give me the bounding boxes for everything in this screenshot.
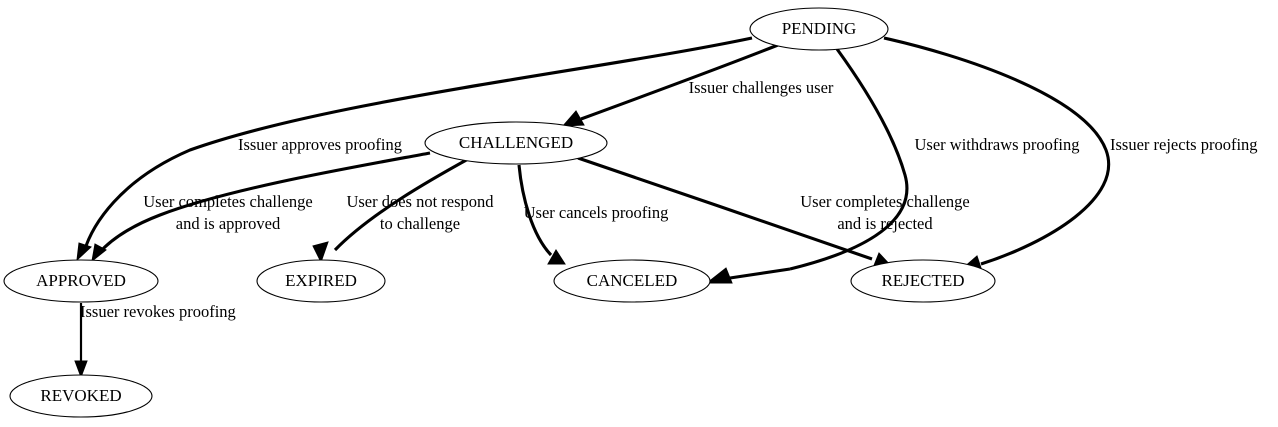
edge-pending-challenged <box>561 43 779 127</box>
node-expired[interactable]: EXPIRED <box>256 259 386 303</box>
edge-label-pending-rejected: Issuer rejects proofing <box>1110 135 1258 154</box>
node-rejected[interactable]: REJECTED <box>850 259 996 303</box>
edge-label-challenged-rejected-line1: User completes challenge <box>800 192 970 211</box>
edge-label-challenged-approved: User completes challenge and is approved <box>143 192 313 233</box>
edge-challenged-approved-arrowhead <box>91 243 107 263</box>
node-approved-label: APPROVED <box>36 271 126 290</box>
edge-challenged-canceled-arrowhead <box>547 249 566 265</box>
edge-pending-rejected-path <box>883 36 1110 266</box>
edge-pending-canceled-tail <box>729 267 791 280</box>
edge-pending-approved-arrowhead <box>76 242 92 262</box>
edge-label-challenged-expired-line2: to challenge <box>380 214 460 233</box>
node-canceled[interactable]: CANCELED <box>553 259 711 303</box>
node-revoked-ellipse[interactable] <box>9 374 153 418</box>
edge-pending-rejected <box>883 36 1110 272</box>
node-pending-label: PENDING <box>782 19 857 38</box>
node-challenged-ellipse[interactable] <box>424 121 608 165</box>
edge-label-challenged-rejected: User completes challenge and is rejected <box>800 192 970 233</box>
edge-challenged-approved-path <box>97 151 431 255</box>
edge-challenged-expired-arrowhead <box>312 241 329 264</box>
edge-challenged-canceled-path <box>517 164 553 257</box>
edge-challenged-expired <box>312 156 471 264</box>
edge-label-challenged-approved-line2: and is approved <box>176 214 281 233</box>
edge-label-challenged-expired: User does not respond to challenge <box>346 192 494 233</box>
node-rejected-ellipse[interactable] <box>850 259 996 303</box>
node-canceled-label: CANCELED <box>587 271 678 290</box>
edge-challenged-expired-path <box>333 156 471 252</box>
edge-pending-approved <box>76 36 753 262</box>
edge-pending-canceled <box>705 48 909 284</box>
node-revoked[interactable]: REVOKED <box>9 374 153 418</box>
edge-label-approved-revoked: Issuer revokes proofing <box>80 302 236 321</box>
edge-label-challenged-expired-line1: User does not respond <box>346 192 494 211</box>
edge-label-challenged-canceled: User cancels proofing <box>524 203 669 222</box>
edge-challenged-rejected-path <box>577 156 873 261</box>
edge-challenged-approved <box>91 151 431 263</box>
edge-pending-canceled-arrowhead <box>705 267 733 284</box>
node-pending-ellipse[interactable] <box>749 7 889 51</box>
edge-label-challenged-rejected-line2: and is rejected <box>837 214 933 233</box>
node-challenged-label: CHALLENGED <box>459 133 573 152</box>
edge-label-pending-challenged: Issuer challenges user <box>689 78 834 97</box>
edge-label-pending-approved: Issuer approves proofing <box>238 135 402 154</box>
edge-pending-approved-path <box>82 36 753 253</box>
edge-approved-revoked <box>74 303 88 379</box>
node-approved[interactable]: APPROVED <box>3 259 159 303</box>
node-canceled-ellipse[interactable] <box>553 259 711 303</box>
edge-label-pending-canceled: User withdraws proofing <box>915 135 1080 154</box>
edge-pending-canceled-path <box>789 48 909 271</box>
edge-label-challenged-approved-line1: User completes challenge <box>143 192 313 211</box>
node-rejected-label: REJECTED <box>881 271 964 290</box>
edge-approved-revoked-arrowhead <box>74 360 88 379</box>
node-revoked-label: REVOKED <box>40 386 121 405</box>
node-approved-ellipse[interactable] <box>3 259 159 303</box>
edge-pending-challenged-path <box>580 43 779 121</box>
edge-challenged-canceled <box>517 164 566 265</box>
edge-pending-challenged-arrowhead <box>561 110 585 127</box>
node-pending[interactable]: PENDING <box>749 7 889 51</box>
node-challenged[interactable]: CHALLENGED <box>424 121 608 165</box>
node-expired-ellipse[interactable] <box>256 259 386 303</box>
node-expired-label: EXPIRED <box>285 271 357 290</box>
